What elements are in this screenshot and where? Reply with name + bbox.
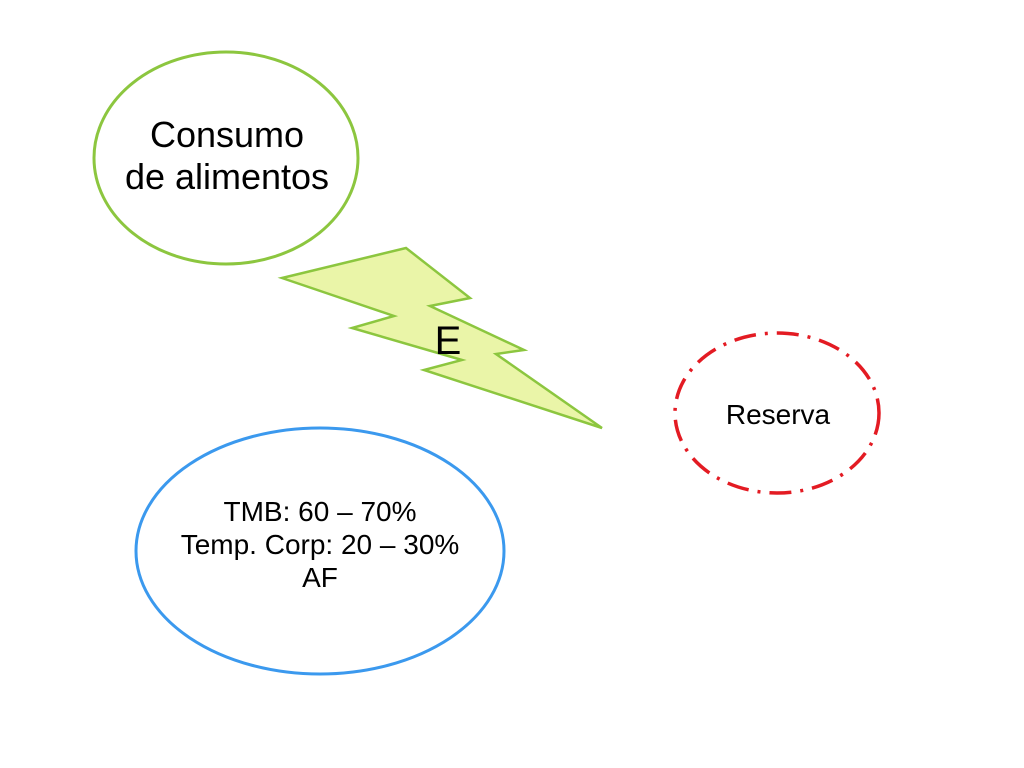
reserve-dashed-ellipse xyxy=(673,331,881,495)
food-intake-line-2: de alimentos xyxy=(124,156,330,198)
food-intake-line-1: Consumo xyxy=(149,114,305,155)
body-temp-line: Temp. Corp: 20 – 30% xyxy=(180,529,460,561)
food-intake-ellipse xyxy=(92,50,360,266)
physical-activity-line: AF xyxy=(302,562,338,594)
food-intake-label: Consumo de alimentos xyxy=(96,114,358,199)
energy-lightning-bolt xyxy=(277,246,603,430)
expenditure-label: TMB: 60 – 70% Temp. Corp: 20 – 30% AF xyxy=(130,495,510,594)
expenditure-ellipse xyxy=(134,426,506,676)
reserve-label: Reserva xyxy=(725,399,831,430)
energy-label: E xyxy=(434,319,462,363)
tmb-line: TMB: 60 – 70% xyxy=(223,496,417,527)
